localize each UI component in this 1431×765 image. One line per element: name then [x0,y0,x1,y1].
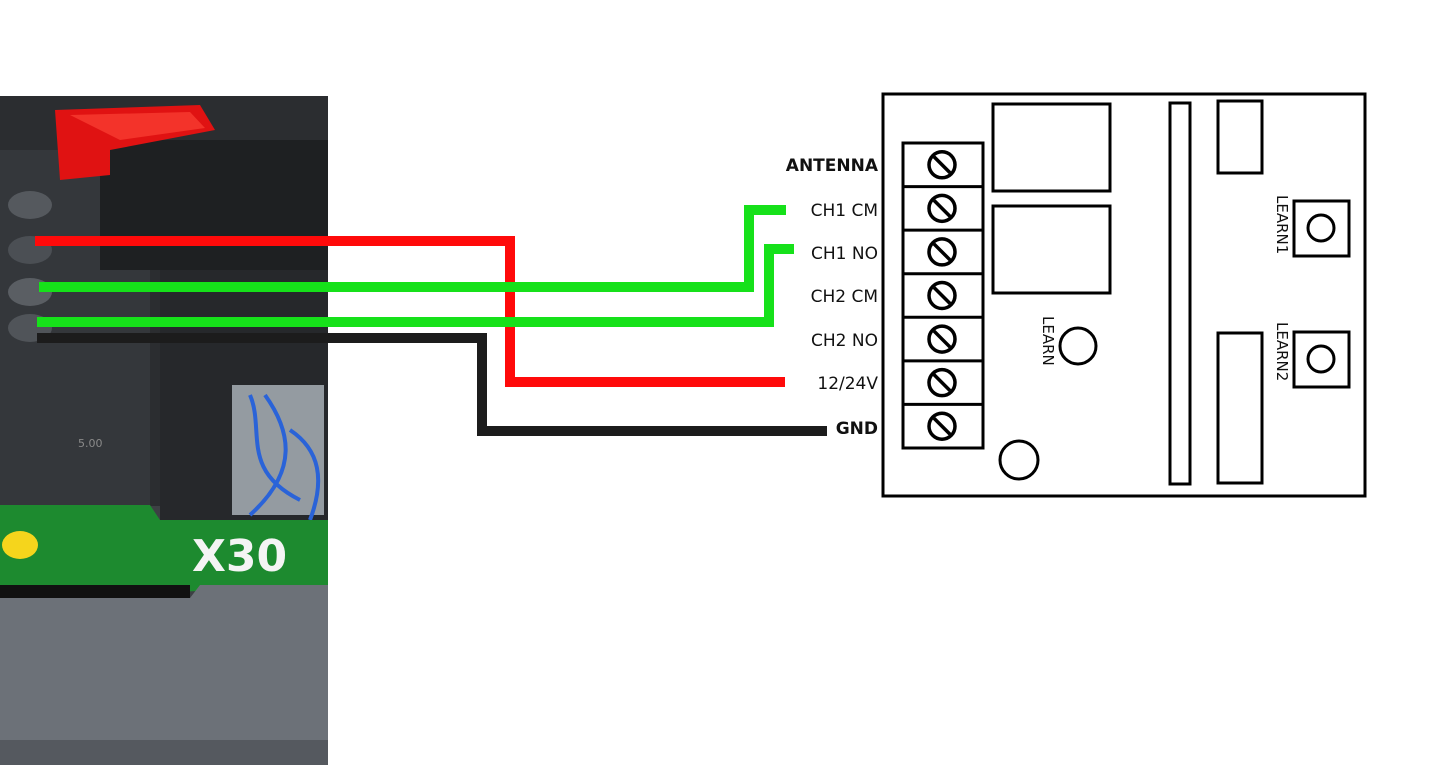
wire-power-red [35,236,785,387]
learn1-button-icon [1306,213,1336,243]
terminal-screw-icon [927,280,957,311]
learn2-button-frame [1292,330,1351,389]
learn2-button-icon [1306,344,1336,374]
terminal-screw-icon [927,367,957,398]
board-marking: X30 [192,531,287,582]
terminal-label-12-24v: 12/24V [817,374,878,394]
learn1-button-frame [1292,199,1351,258]
terminal-screw-icon [927,411,957,441]
terminal-label-ch2-cm: CH2 CM [811,287,878,307]
terminal-label-ch2-no: CH2 NO [811,331,878,351]
terminal-screw-slot [932,373,952,392]
learn-button-icon [1058,326,1098,366]
terminal-screw-icon [927,237,957,267]
led-icon [998,439,1040,481]
terminal-screw-icon [927,324,957,354]
wire-ch1-no-green [37,244,794,327]
terminal-label-ch1-cm: CH1 CM [811,201,878,221]
receiver-module: LEARN LEARN1 LEARN2 [881,92,1367,498]
terminal-screw-icon [927,150,957,180]
terminal-screw-slot [932,155,952,175]
terminal-label-antenna: ANTENNA [786,156,879,176]
terminal-screw-icon [927,193,957,224]
component-marking: 5.00 [78,437,103,450]
terminal-screw-slot [932,199,952,218]
learn1-label: LEARN1 [1273,195,1291,254]
controller-photo: 5.00 X30 [0,96,328,765]
relay-2 [991,204,1112,295]
learn2-label: LEARN2 [1273,322,1291,381]
vertical-strip [1168,101,1192,486]
terminal-screw-slot [932,416,952,436]
terminal-screw-slot [932,329,952,349]
learn-label: LEARN [1039,316,1057,366]
terminal-screw-slot [932,242,952,262]
terminal-label-ch1-no: CH1 NO [811,244,878,264]
terminal-label-gnd: GND [836,419,878,439]
yellow-component-icon [2,531,38,559]
terminal-screw-slot [932,286,952,305]
relay-1 [991,102,1112,193]
top-right-component [1216,99,1264,175]
terminal-labels: ANTENNA CH1 CM CH1 NO CH2 CM CH2 NO 12/2… [786,156,879,439]
terminal-block [901,141,985,450]
wires [35,205,827,436]
wire-ground-black [37,333,827,436]
bottom-right-component [1216,331,1264,485]
wire-ch1-cm-green [39,205,786,292]
